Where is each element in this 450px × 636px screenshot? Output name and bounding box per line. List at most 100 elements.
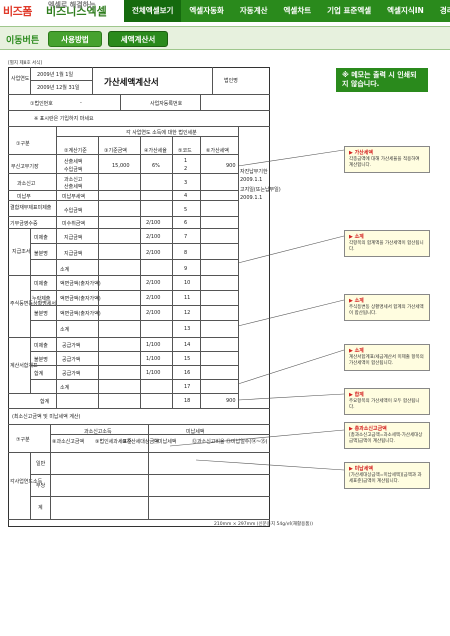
g1-nosubmit: 미제출 bbox=[34, 235, 48, 241]
business-excel-logo[interactable]: 엑셀로 해결하는 비즈니스엑셀 bbox=[46, 1, 107, 19]
divider bbox=[8, 126, 270, 127]
row1-rate[interactable]: 6% bbox=[152, 163, 160, 169]
row5-base: 미수취금액 bbox=[62, 221, 86, 227]
g3-total-base: 공급가액 bbox=[62, 371, 81, 377]
divider bbox=[140, 136, 141, 408]
nav-item-all-excel[interactable]: 전체엑셀보기 bbox=[124, 0, 182, 22]
divider bbox=[8, 424, 270, 425]
row2-label: 과소신고 bbox=[17, 181, 36, 187]
divider bbox=[148, 424, 149, 520]
group2-label: 주식등변동상황명세서 bbox=[10, 301, 57, 307]
code-9: 9 bbox=[184, 266, 188, 272]
col-type: ①구분 bbox=[16, 141, 30, 147]
row1-code2: 2 bbox=[184, 166, 188, 172]
g2-unclear-base: 액면금액(출자가액) bbox=[60, 311, 101, 317]
code-13: 13 bbox=[184, 326, 191, 332]
col2-d: ⑪미납세액 bbox=[153, 439, 177, 445]
nav-item-excel-knowledge[interactable]: 엑셀지식IN bbox=[387, 6, 424, 15]
divider bbox=[98, 136, 99, 408]
g2-rate-1: 2/100 bbox=[146, 280, 161, 286]
divider bbox=[8, 275, 238, 276]
code-11: 11 bbox=[184, 295, 191, 301]
row1-amount[interactable]: 15,000 bbox=[112, 163, 130, 169]
divider bbox=[8, 190, 238, 191]
total-label: 합계 bbox=[40, 399, 50, 405]
divider bbox=[8, 393, 238, 394]
logo-subtitle: 엑셀로 해결하는 bbox=[48, 1, 96, 9]
divider bbox=[30, 228, 31, 284]
g1-rate-1: 2/100 bbox=[146, 234, 161, 240]
g3-nosubmit: 미제출 bbox=[34, 343, 48, 349]
divider bbox=[212, 67, 213, 94]
col-base: ②계산기준 bbox=[64, 148, 87, 154]
usage-button[interactable]: 사용방법 bbox=[48, 31, 102, 47]
nav-item-auto-calc[interactable]: 자동계산 bbox=[239, 6, 268, 15]
print-note: ※ 메모는 출력 시 인쇄되지 않습니다. bbox=[336, 68, 428, 92]
divider bbox=[8, 110, 270, 111]
form-title: 가산세액계산서 bbox=[104, 78, 159, 88]
callout-text: 주식등변동 상황명세서 합계의 가산세액이 합산됩니다. bbox=[349, 305, 424, 316]
tax-sheet-button[interactable]: 세액계산서 bbox=[108, 31, 168, 47]
nav-item-excel-chart[interactable]: 엑셀차트 bbox=[283, 6, 312, 15]
callout-title: ▶ 소계 bbox=[349, 298, 364, 304]
code-7: 7 bbox=[184, 234, 188, 240]
nav-item-accounting[interactable]: 경리실무 bbox=[439, 6, 450, 15]
nav-item-excel-automation[interactable]: 엑셀자동화 bbox=[189, 6, 224, 15]
move-button-bar: 이동버튼 사용방법 세액계산서 bbox=[0, 26, 450, 50]
col2-c: ⑩가산세대상금액 bbox=[122, 439, 159, 445]
footer-note: 210mm × 297mm (신문용지 54g/㎡(재활용품)) bbox=[214, 522, 313, 527]
divider bbox=[30, 365, 238, 366]
divider bbox=[8, 94, 270, 95]
divider bbox=[30, 452, 31, 520]
callout-title: ▶ 총과소신고금액 bbox=[349, 426, 387, 432]
g2-rate-2: 2/100 bbox=[146, 295, 161, 301]
code-18: 18 bbox=[184, 398, 191, 404]
divider bbox=[56, 126, 57, 408]
g3-total: 합계 bbox=[34, 371, 44, 377]
callout-title: ▶ 합계 bbox=[349, 392, 364, 398]
divider bbox=[172, 136, 173, 408]
row1-base1: 산출세액 bbox=[64, 159, 83, 165]
divider bbox=[30, 351, 238, 352]
divider bbox=[50, 434, 270, 435]
col2-income: 과소신고소득 bbox=[84, 429, 112, 435]
nav-item-corp-standard[interactable]: 기업 표준엑셀 bbox=[327, 6, 372, 15]
divider bbox=[8, 337, 238, 338]
bizforms-logo[interactable]: 비즈폼 bbox=[3, 5, 32, 18]
g1-nosubmit-base: 지급금액 bbox=[64, 235, 83, 241]
divider bbox=[8, 200, 238, 201]
col2-type: ⑦구분 bbox=[16, 437, 30, 443]
g2-subtotal: 소계 bbox=[60, 327, 70, 333]
divider bbox=[200, 136, 201, 408]
callout-tax-amount: ▶ 가산세액 각종금액에 대해 가산세율을 적용하여 계산합니다. bbox=[344, 146, 430, 173]
code-8: 8 bbox=[184, 250, 188, 256]
corp-no-value: - bbox=[80, 100, 82, 106]
callout-total: ▶ 합계 주요항목의 가산세액이 모두 합산됩니다. bbox=[344, 388, 430, 415]
row3-label: 미납부 bbox=[17, 194, 31, 200]
g2-nosubmit-base: 액면금액(출자가액) bbox=[60, 281, 101, 287]
col-code: ⑤코드 bbox=[178, 148, 192, 154]
row3-code: 4 bbox=[184, 193, 188, 199]
biz-no-label: 사업자등록번호 bbox=[150, 101, 183, 107]
logo-main-text: 비즈니스엑셀 bbox=[46, 5, 107, 18]
code-14: 14 bbox=[184, 342, 191, 348]
group1-label: 지급조서 bbox=[12, 249, 31, 255]
callout-unpaid: ▶ 미납세액 [가산세대상금액=미납세액][금액과 과세표준]금액이 계산됩니다… bbox=[344, 462, 430, 489]
code-15: 15 bbox=[184, 356, 191, 362]
callout-title: ▶ 소계 bbox=[349, 234, 364, 240]
payday-value: 2009.1.1 bbox=[240, 195, 263, 201]
row4-base: 수입금액 bbox=[64, 208, 83, 214]
tax-form-sheet bbox=[8, 67, 270, 527]
callout-title: ▶ 가산세액 bbox=[349, 150, 373, 156]
code-17: 17 bbox=[184, 384, 191, 390]
row2-code: 3 bbox=[184, 180, 188, 186]
corp-name-label: 법인명 bbox=[224, 78, 238, 84]
col2-a: ⑧과소신고금액 bbox=[52, 439, 85, 445]
col-tax: ⑥가산세액 bbox=[206, 148, 229, 154]
period-to: 2009년 12월 31일 bbox=[37, 85, 80, 91]
g3-rate-2: 1/100 bbox=[146, 356, 161, 362]
section2-title: (최소신고금액 및 미납세액 계산) bbox=[12, 414, 81, 420]
divider bbox=[30, 474, 270, 475]
row4-code: 5 bbox=[184, 207, 188, 213]
divider bbox=[30, 259, 238, 260]
